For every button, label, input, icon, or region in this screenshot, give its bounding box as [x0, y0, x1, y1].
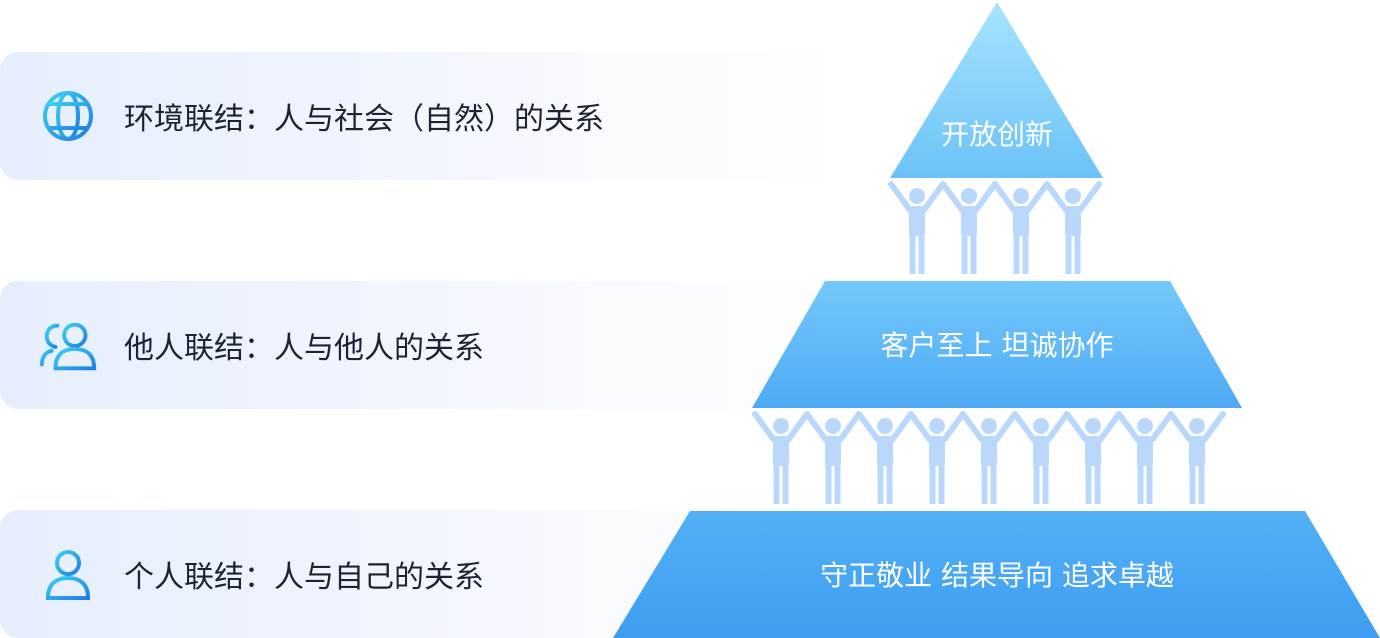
supporting-figures-row-top [888, 181, 1102, 274]
supporting-person-figure [929, 418, 945, 504]
pyramid-label-middle: 客户至上 坦诚协作 [881, 329, 1114, 362]
globe-icon [43, 91, 93, 141]
relation-text-others: 他人联结：人与他人的关系 [124, 331, 484, 366]
supporting-person-figure [773, 418, 789, 504]
relation-row-environment: 环境联结：人与社会（自然）的关系 [0, 52, 840, 180]
supporting-person-figure [1137, 418, 1153, 504]
joined-arms [752, 411, 1226, 443]
supporting-person-figure [1013, 188, 1029, 274]
supporting-person-figure [981, 418, 997, 504]
supporting-person-figure [1033, 418, 1049, 504]
relation-row-others: 他人联结：人与他人的关系 [0, 281, 840, 409]
pyramid-label-top: 开放创新 [941, 118, 1053, 151]
supporting-person-figure [825, 418, 841, 504]
group-icon [39, 322, 97, 371]
supporting-person-figure [1065, 188, 1081, 274]
joined-arms [888, 181, 1102, 213]
relation-text-self: 个人联结：人与自己的关系 [124, 560, 484, 595]
relation-text-environment: 环境联结：人与社会（自然）的关系 [124, 102, 604, 137]
pyramid-label-bottom: 守正敬业 结果导向 追求卓越 [820, 559, 1174, 592]
pyramid-tier-middle [752, 281, 1242, 408]
person-icon [45, 550, 91, 600]
supporting-person-figure [961, 188, 977, 274]
pyramid-tier-top [890, 2, 1103, 178]
supporting-person-figure [1085, 418, 1101, 504]
supporting-person-figure [877, 418, 893, 504]
pyramid-tier-bottom [613, 511, 1380, 638]
supporting-person-figure [909, 188, 925, 274]
supporting-figures-row-middle [752, 411, 1226, 504]
supporting-person-figure [1189, 418, 1205, 504]
